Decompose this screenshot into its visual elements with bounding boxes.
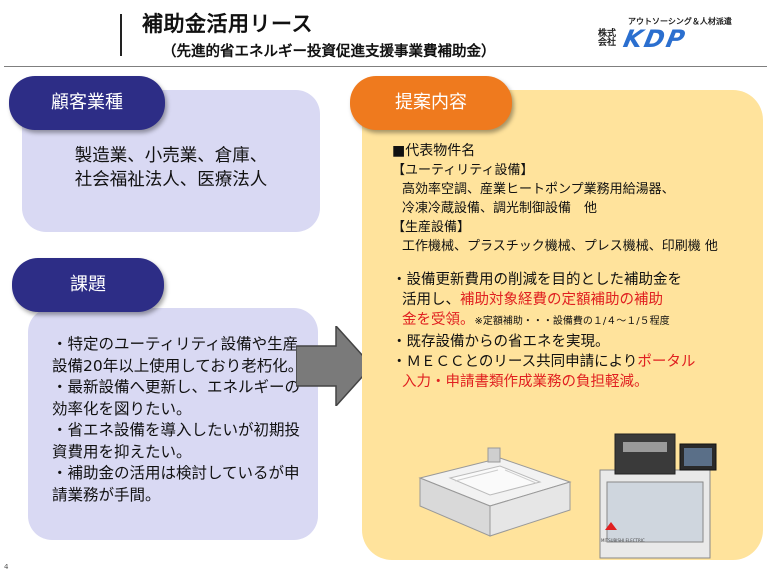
utility-line: 高効率空調、産業ヒートポンプ業務用給湯器、: [402, 182, 675, 197]
proposal-content: ■代表物件名 【ユーティリティ設備】 高効率空調、産業ヒートポンプ業務用給湯器、…: [392, 142, 760, 392]
subsidy-note: ※定額補助・・・設備費の１/４～１/５程度: [474, 316, 670, 327]
header-divider: [120, 14, 122, 56]
page-subtitle: （先進的省エネルギー投資促進支援事業費補助金）: [162, 44, 496, 60]
company-logo: アウトソーシング＆人材派遣 株式会社 KDP: [590, 16, 750, 53]
header-rule: [4, 66, 767, 67]
list-item: ・補助金の活用は検討しているが申請業務が手間。: [52, 464, 300, 504]
page-number: 4: [4, 563, 9, 571]
issues-pill: 課題: [12, 258, 164, 312]
customer-industry-pill: 顧客業種: [9, 76, 165, 130]
point-joint-application: ・ＭＥＣＣとのリース共同申請によりポータル 入力・申請書類作成業務の負担軽減。: [392, 354, 696, 390]
proposal-pill: 提案内容: [350, 76, 512, 130]
list-item: ・特定のユーティリティ設備や生産設備20年以上使用しており老朽化。: [52, 335, 304, 375]
issues-box: ・特定のユーティリティ設備や生産設備20年以上使用しており老朽化。 ・最新設備へ…: [28, 308, 318, 540]
utility-line: 冷凍冷蔵設備、調光制御設備 他: [402, 201, 598, 216]
utility-title: 【ユーティリティ設備】: [392, 163, 534, 178]
machine-brand: MITSUBISHI ELECTRIC: [601, 538, 645, 543]
point-subsidy: ・設備更新費用の削減を目的とした補助金を 活用し、補助対象経費の定額補助の補助 …: [392, 272, 682, 328]
logo-brand: KDP: [621, 25, 690, 53]
logo-tagline: アウトソーシング＆人材派遣: [628, 17, 732, 26]
point-energy-saving: ・既存設備からの省エネを実現。: [392, 334, 610, 350]
page-title: 補助金活用リース: [142, 12, 313, 36]
customer-industry-text: 製造業、小売業、倉庫、 社会福祉法人、医療法人: [74, 146, 268, 190]
ceiling-aircon-icon: [418, 447, 572, 537]
logo-corp-mark: 株式会社: [598, 29, 617, 48]
right-arrow-icon: [296, 326, 372, 406]
edm-machine-icon: MITSUBISHI ELECTRIC: [599, 433, 717, 559]
proposal-heading: ■代表物件名: [392, 143, 476, 159]
production-title: 【生産設備】: [392, 220, 471, 235]
production-line: 工作機械、プラスチック機械、プレス機械、印刷機 他: [402, 239, 718, 254]
list-item: ・省エネ設備を導入したいが初期投資費用を抑えたい。: [52, 421, 301, 461]
list-item: ・最新設備へ更新し、エネルギーの効率化を図りたい。: [52, 378, 301, 418]
issues-list: ・特定のユーティリティ設備や生産設備20年以上使用しており老朽化。 ・最新設備へ…: [52, 334, 310, 506]
